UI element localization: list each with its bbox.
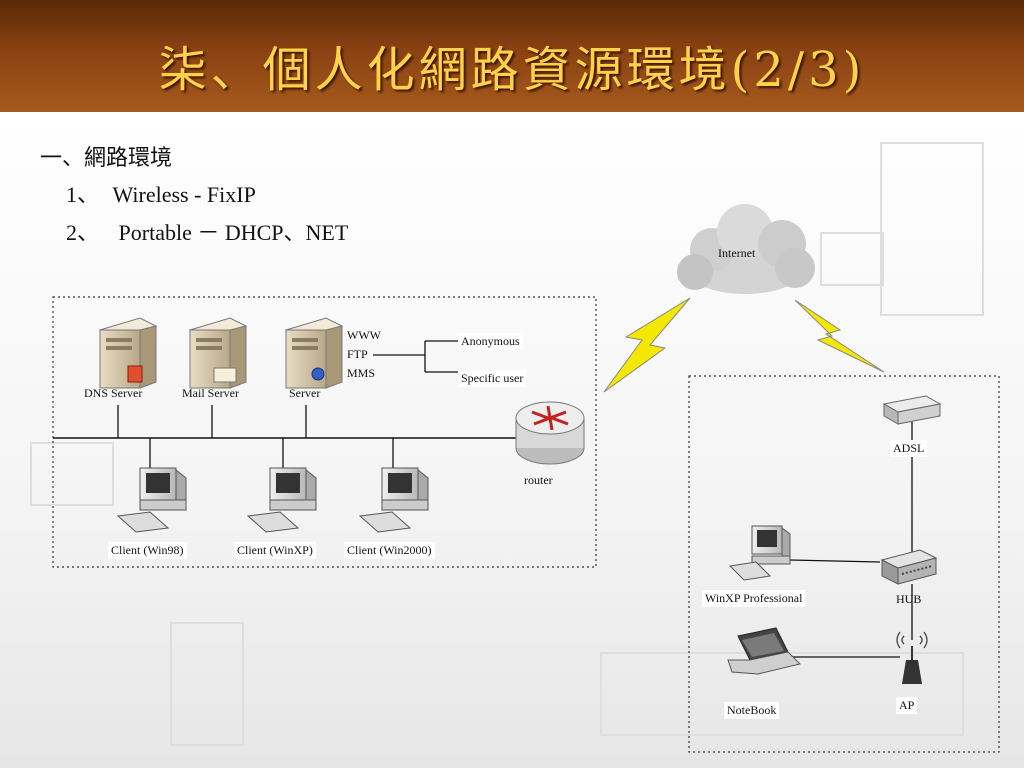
lan-boundary: [52, 296, 597, 568]
client-winxp-label: Client (WinXP): [234, 542, 316, 559]
anonymous-label: Anonymous: [458, 333, 523, 350]
server-icon: [284, 317, 344, 389]
service-mms-label: MMS: [347, 366, 376, 380]
service-www-label: WWW: [347, 328, 381, 342]
mail-server-icon: [188, 317, 248, 389]
adsl-modem-icon: [882, 395, 942, 425]
notebook-label: NoteBook: [724, 702, 780, 719]
hub-icon: [880, 549, 938, 585]
section-heading: 一、網路環境: [40, 145, 173, 170]
home-boundary: [688, 375, 1000, 753]
client-pc-icon: [246, 467, 317, 533]
client-pc-icon: [358, 467, 429, 533]
ap-label: AP: [896, 697, 918, 714]
specific-user-label: Specific user: [458, 370, 527, 387]
mail-server-label: Mail Server: [182, 386, 239, 400]
list-item: 2、 Portable － DHCP、NET: [66, 215, 348, 247]
router-icon: [515, 401, 585, 465]
server-label: Server: [289, 386, 321, 400]
client-pc-icon: [116, 467, 187, 533]
link-line: [789, 559, 881, 563]
dns-server-icon: [98, 317, 158, 389]
notebook-icon: [727, 627, 801, 675]
list-item: 1、 Wireless - FixIP: [66, 177, 256, 209]
decor-frame: [820, 232, 884, 286]
router-label: router: [524, 473, 553, 487]
slide-title: 柒、個人化網路資源環境(2/3): [158, 42, 866, 98]
service-ftp-label: FTP: [347, 347, 368, 361]
lightning-icon: [603, 297, 691, 393]
list-number: 1、: [66, 182, 100, 207]
access-point-icon: [896, 631, 928, 684]
internet-label: Internet: [718, 246, 756, 260]
lightning-icon: [794, 299, 885, 373]
decor-frame: [30, 442, 114, 506]
hub-label: HUB: [896, 592, 922, 606]
winxp-professional-label: WinXP Professional: [702, 590, 806, 607]
decor-frame: [880, 142, 984, 316]
list-text: Portable － DHCP、NET: [118, 220, 349, 245]
adsl-label: ADSL: [890, 440, 928, 457]
list-number: 2、: [66, 220, 100, 245]
winxp-pc-icon: [728, 525, 791, 581]
list-text: Wireless - FixIP: [112, 182, 256, 207]
dns-server-label: DNS Server: [84, 386, 143, 400]
client-win2000-label: Client (Win2000): [344, 542, 435, 559]
decor-frame: [170, 622, 244, 746]
internet-cloud-icon: [677, 204, 815, 294]
title-bar: [0, 0, 1024, 112]
slide-content: [0, 112, 1024, 768]
client-win98-label: Client (Win98): [108, 542, 187, 559]
